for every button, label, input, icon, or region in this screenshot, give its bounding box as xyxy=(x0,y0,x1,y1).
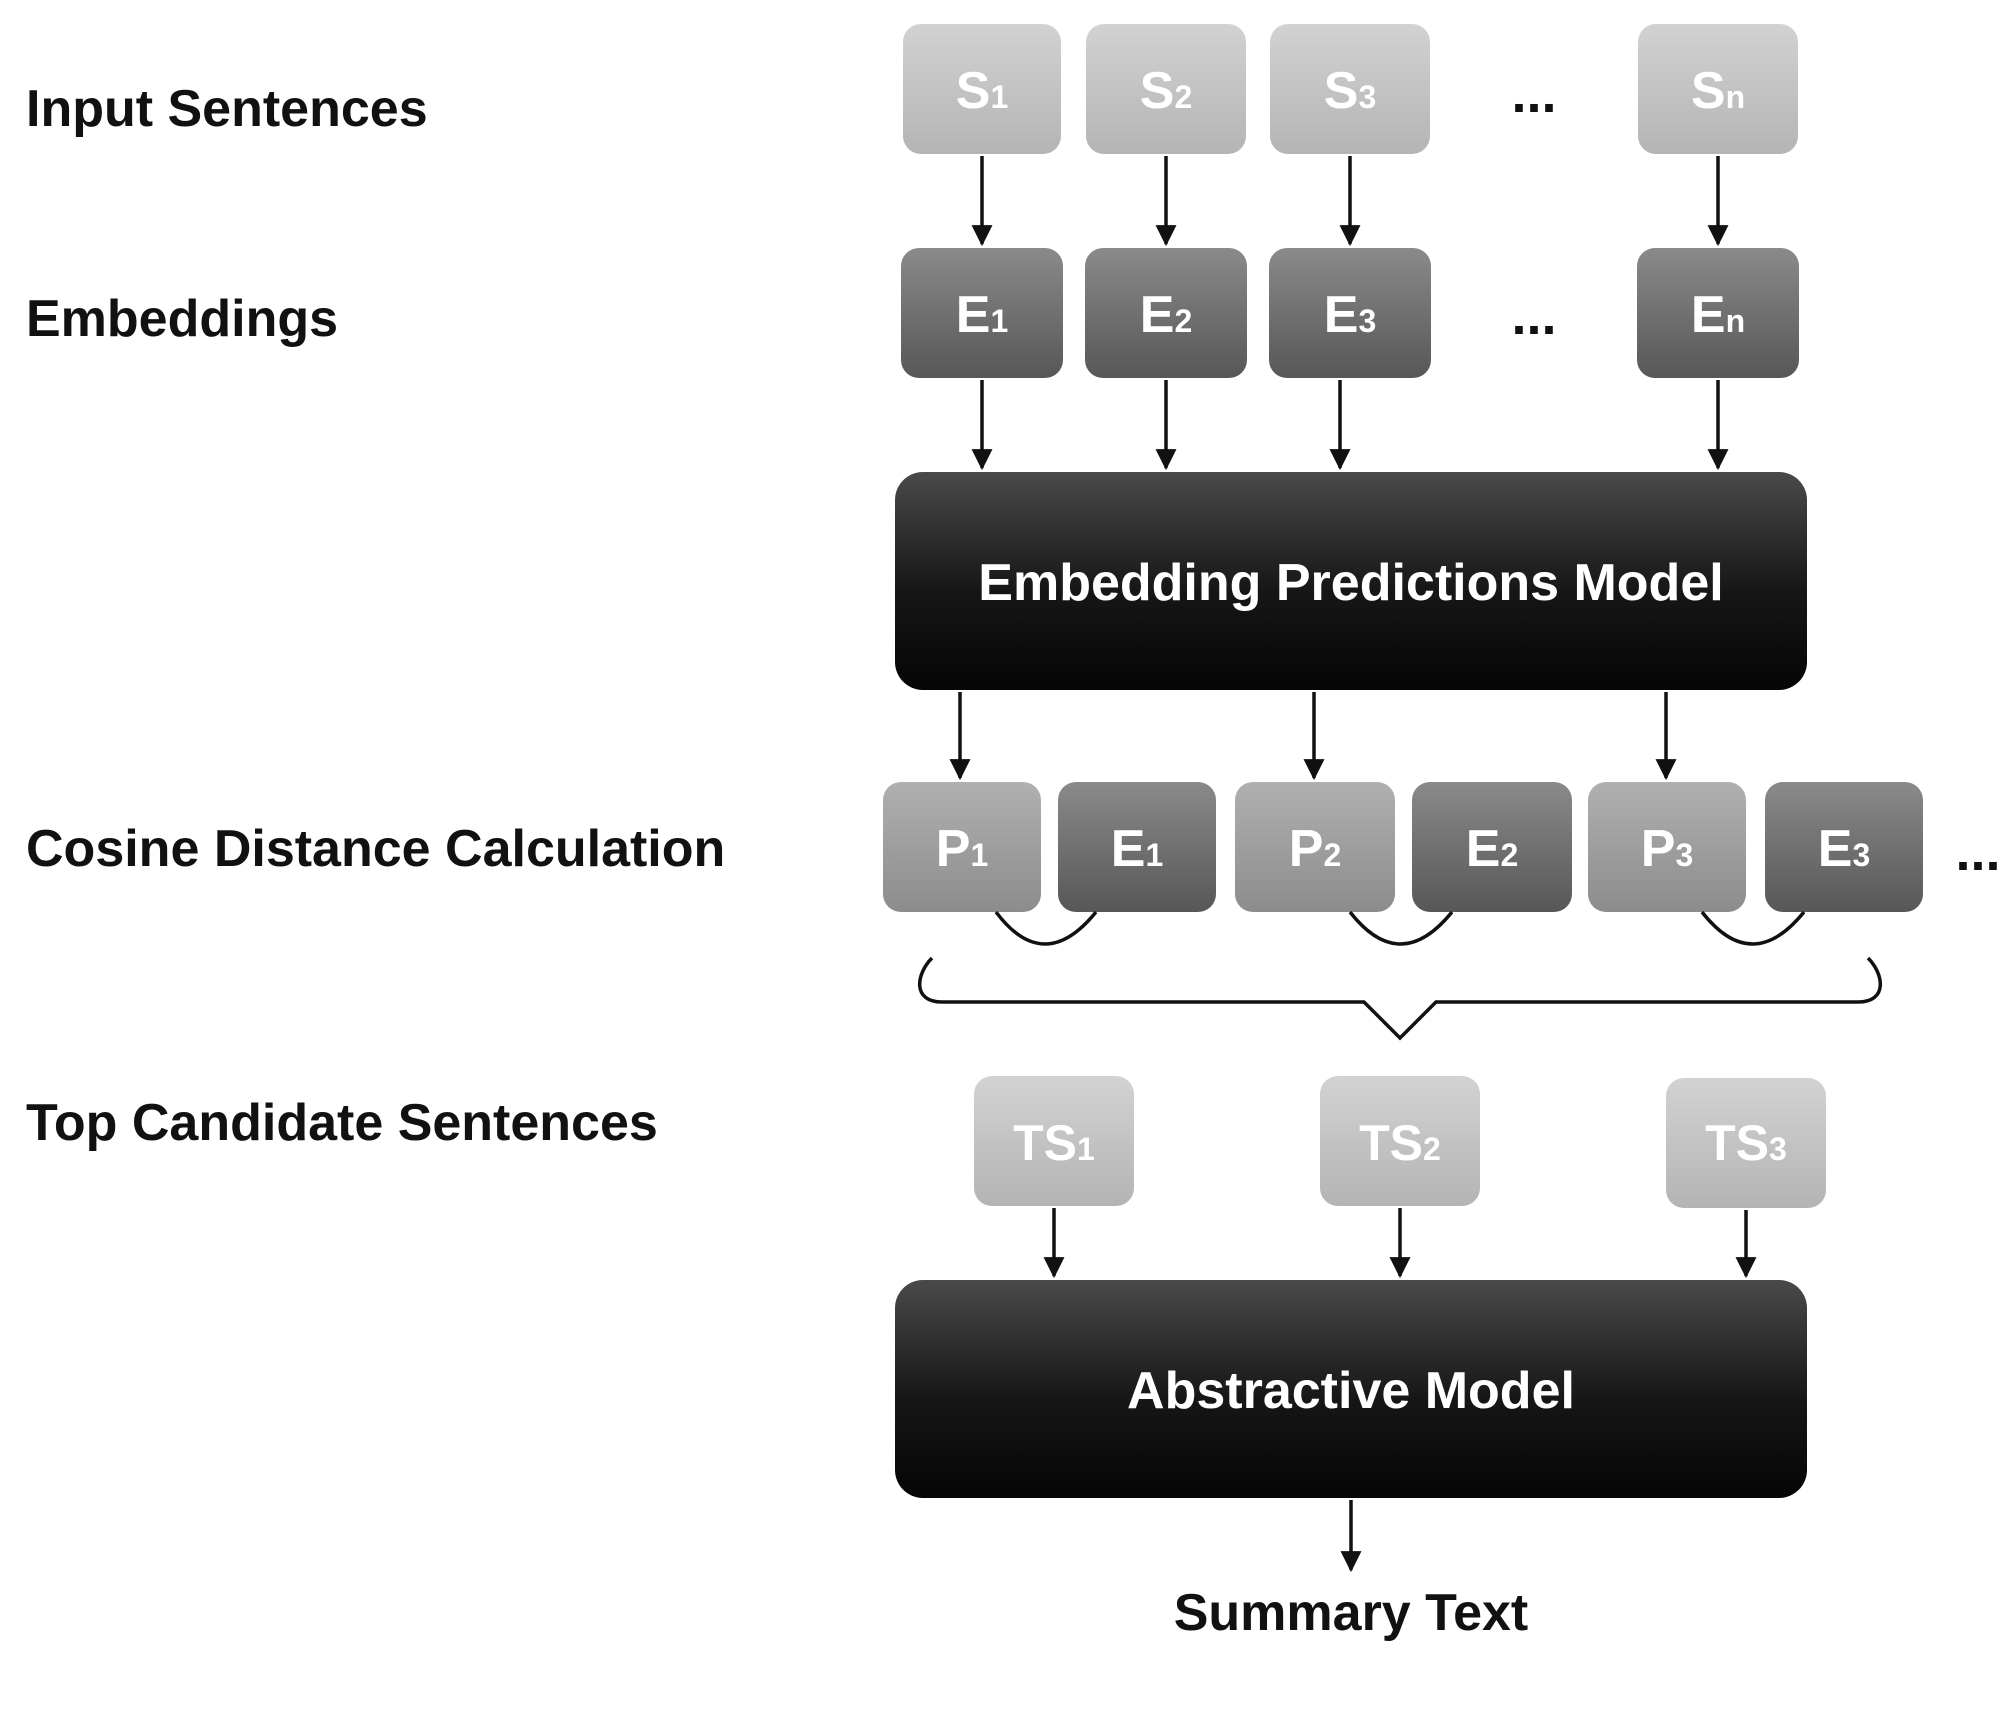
svg-text:E3: E3 xyxy=(1324,286,1376,344)
svg-text:P2: P2 xyxy=(1289,820,1341,878)
sentence-label: S xyxy=(1324,62,1359,120)
svg-text:P3: P3 xyxy=(1641,820,1693,878)
embedding-sub: 3 xyxy=(1358,303,1376,339)
embedding-box-3: E3 xyxy=(1269,248,1431,378)
row-label-input-sentences: Input Sentences xyxy=(26,80,428,138)
cosine-link-2 xyxy=(1348,910,1454,946)
svg-text:TS1: TS1 xyxy=(1013,1115,1095,1171)
embedding-predictions-model-box: Embedding Predictions Model xyxy=(895,472,1807,690)
row-label-top-candidates: Top Candidate Sentences xyxy=(26,1094,658,1152)
svg-text:Sn: Sn xyxy=(1691,62,1745,120)
svg-text:TS2: TS2 xyxy=(1359,1115,1441,1171)
sentence-sub: 1 xyxy=(990,79,1008,115)
pair-embedding-box-2: E2 xyxy=(1412,782,1572,912)
sentence-label: S xyxy=(1140,62,1175,120)
svg-text:TS3: TS3 xyxy=(1705,1115,1787,1171)
pair-ellipsis: ... xyxy=(1955,822,2000,882)
embedding-label: E xyxy=(1324,286,1359,344)
prediction-label: P xyxy=(936,820,971,878)
cosine-link-1 xyxy=(994,910,1098,946)
pair-embedding-box-1: E1 xyxy=(1058,782,1216,912)
aggregation-brace xyxy=(917,956,1883,1041)
row-label-embeddings: Embeddings xyxy=(26,290,338,348)
top-sentence-label: TS xyxy=(1359,1115,1423,1171)
prediction-sub: 1 xyxy=(970,837,988,873)
pair-embedding-box-3: E3 xyxy=(1765,782,1923,912)
embedding-box-n: En xyxy=(1637,248,1799,378)
sentence-sub: n xyxy=(1726,79,1746,115)
embedding-sub: 2 xyxy=(1174,303,1192,339)
prediction-sub: 3 xyxy=(1675,837,1693,873)
embedding-label: E xyxy=(1466,820,1501,878)
svg-text:S2: S2 xyxy=(1140,62,1192,120)
embedding-box-2: E2 xyxy=(1085,248,1247,378)
abstractive-model-label: Abstractive Model xyxy=(1127,1362,1575,1420)
prediction-box-3: P3 xyxy=(1588,782,1746,912)
embedding-label: E xyxy=(1691,286,1726,344)
row-label-cosine-distance: Cosine Distance Calculation xyxy=(26,820,725,878)
embedding-label: E xyxy=(1111,820,1146,878)
summary-text-label: Summary Text xyxy=(1174,1584,1529,1642)
cosine-link-3 xyxy=(1700,910,1806,946)
sentence-sub: 2 xyxy=(1174,79,1192,115)
svg-text:E1: E1 xyxy=(1111,820,1163,878)
top-sentence-label: TS xyxy=(1705,1115,1769,1171)
svg-text:E1: E1 xyxy=(956,286,1008,344)
prediction-label: P xyxy=(1289,820,1324,878)
top-sentence-box-1: TS1 xyxy=(974,1076,1134,1206)
embedding-label: E xyxy=(1818,820,1853,878)
embedding-sub: 2 xyxy=(1500,837,1518,873)
prediction-label: P xyxy=(1641,820,1676,878)
sentence-box-3: S3 xyxy=(1270,24,1430,154)
top-sentence-sub: 2 xyxy=(1423,1131,1441,1167)
embedding-sub: 1 xyxy=(990,303,1008,339)
prediction-box-2: P2 xyxy=(1235,782,1395,912)
sentence-box-n: Sn xyxy=(1638,24,1798,154)
svg-text:E3: E3 xyxy=(1818,820,1870,878)
embedding-label: E xyxy=(1140,286,1175,344)
embedding-ellipsis: ... xyxy=(1511,286,1556,346)
svg-text:S1: S1 xyxy=(956,62,1008,120)
svg-text:En: En xyxy=(1691,286,1745,344)
embedding-box-1: E1 xyxy=(901,248,1063,378)
embedding-predictions-model-label: Embedding Predictions Model xyxy=(978,554,1723,612)
sentence-sub: 3 xyxy=(1358,79,1376,115)
top-sentence-sub: 3 xyxy=(1769,1131,1787,1167)
top-sentence-label: TS xyxy=(1013,1115,1077,1171)
embedding-label: E xyxy=(956,286,991,344)
prediction-sub: 2 xyxy=(1323,837,1341,873)
sentence-box-1: S1 xyxy=(903,24,1061,154)
svg-text:S3: S3 xyxy=(1324,62,1376,120)
sentence-box-2: S2 xyxy=(1086,24,1246,154)
top-sentence-box-3: TS3 xyxy=(1666,1078,1826,1208)
sentence-label: S xyxy=(1691,62,1726,120)
abstractive-model-box: Abstractive Model xyxy=(895,1280,1807,1498)
svg-text:P1: P1 xyxy=(936,820,988,878)
svg-text:E2: E2 xyxy=(1140,286,1192,344)
embedding-sub: n xyxy=(1726,303,1746,339)
sentence-label: S xyxy=(956,62,991,120)
embedding-sub: 1 xyxy=(1145,837,1163,873)
top-sentence-box-2: TS2 xyxy=(1320,1076,1480,1206)
svg-text:E2: E2 xyxy=(1466,820,1518,878)
prediction-box-1: P1 xyxy=(883,782,1041,912)
embedding-sub: 3 xyxy=(1852,837,1870,873)
sentence-ellipsis: ... xyxy=(1511,64,1556,124)
top-sentence-sub: 1 xyxy=(1077,1131,1095,1167)
